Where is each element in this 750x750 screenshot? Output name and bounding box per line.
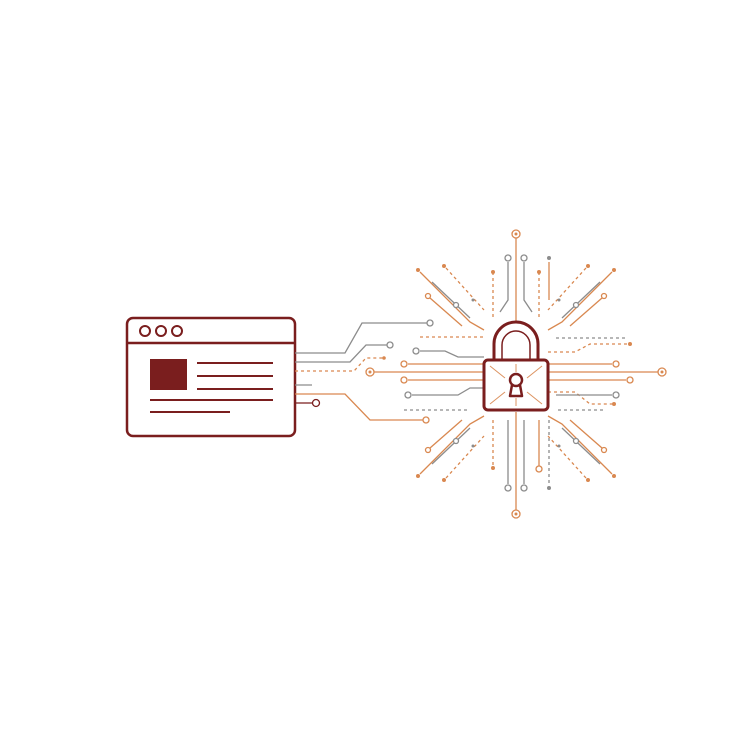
browser-window-icon: [125, 316, 297, 438]
connector-traces: [295, 319, 434, 424]
keyhole-icon: [508, 372, 524, 398]
circuit-traces: [365, 229, 667, 519]
padlock-icon: [482, 320, 550, 412]
